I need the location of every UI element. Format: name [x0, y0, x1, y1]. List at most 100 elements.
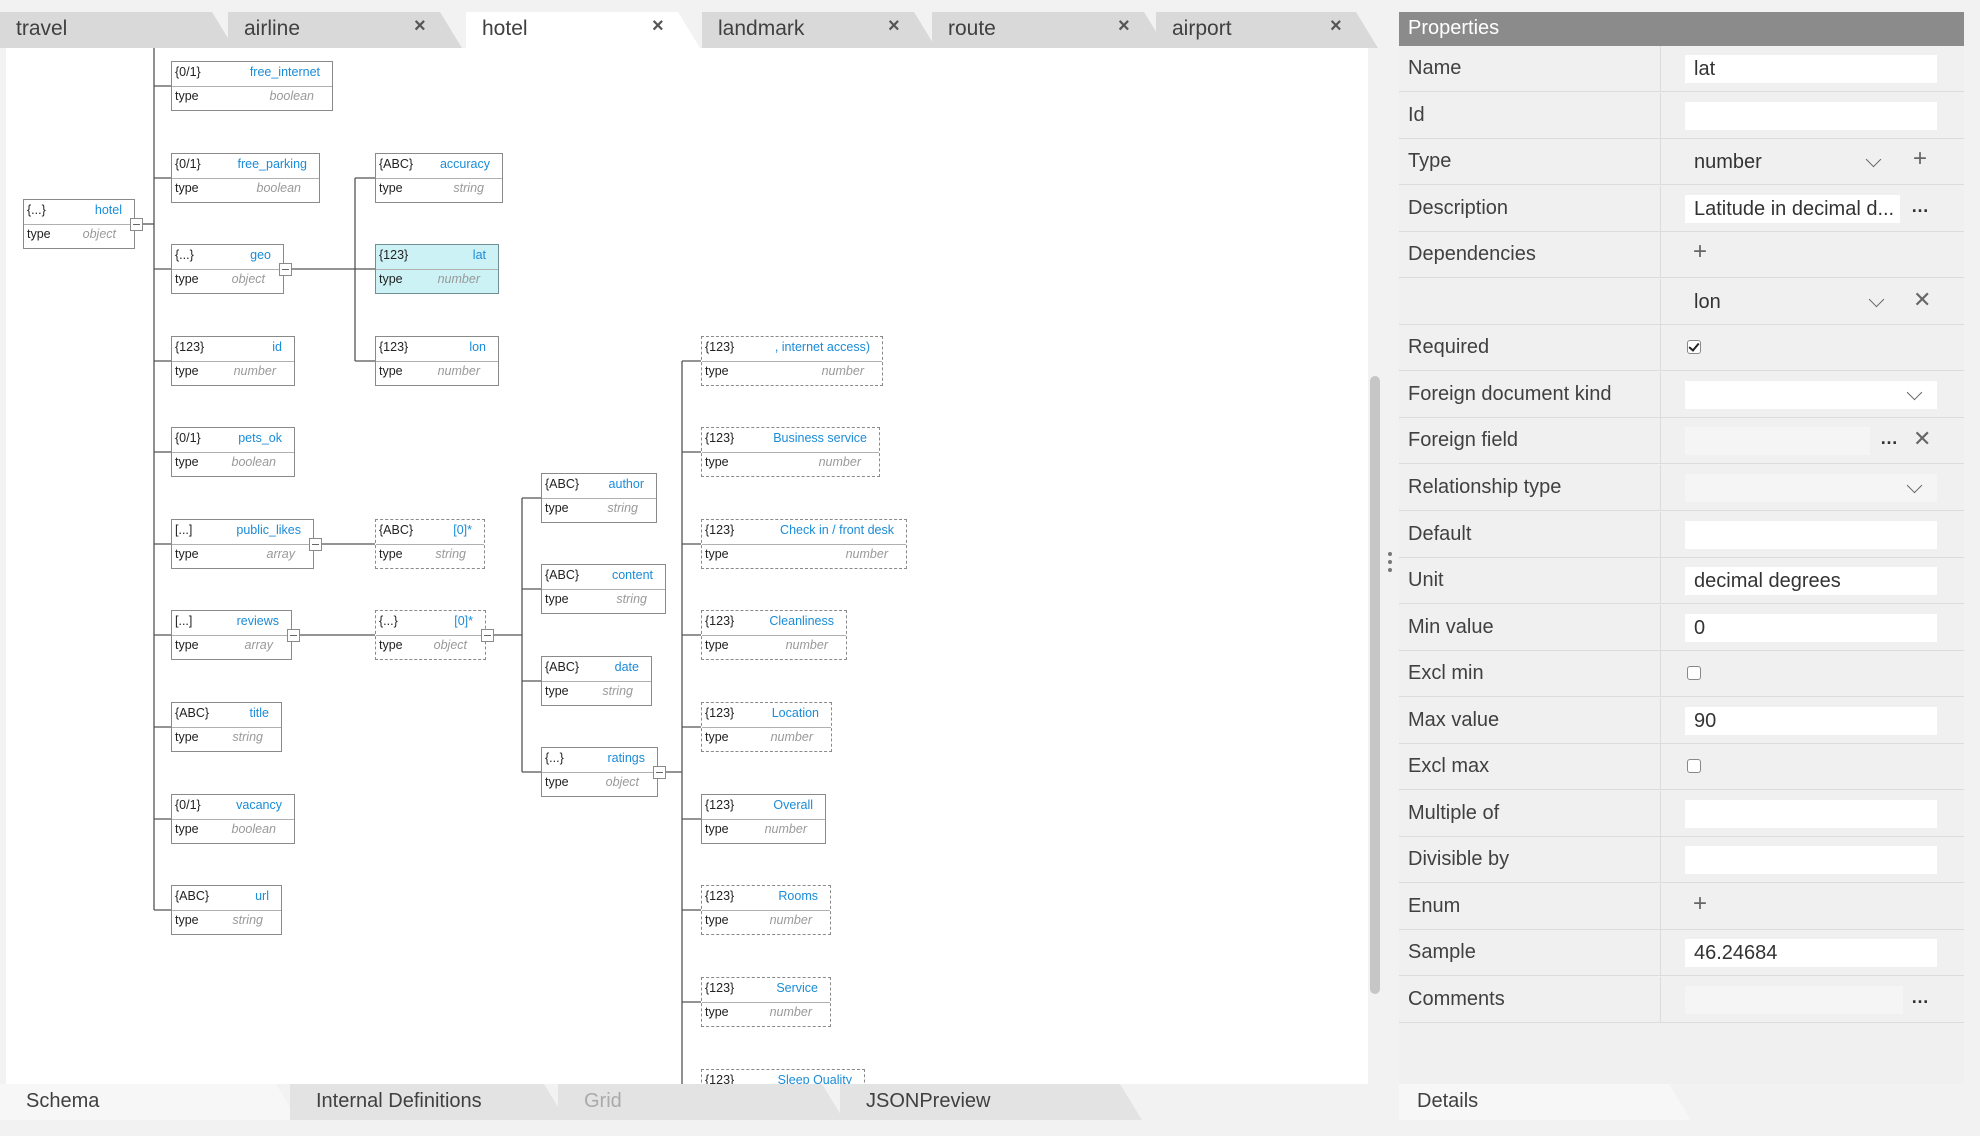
canvas-vertical-scrollbar[interactable]	[1370, 376, 1380, 994]
prop-default-field[interactable]	[1685, 520, 1937, 549]
tab-landmark[interactable]: landmark×	[702, 12, 936, 48]
node-type-label: type	[379, 181, 403, 195]
tab-route[interactable]: route×	[932, 12, 1166, 48]
tab-airline[interactable]: airline×	[228, 12, 462, 48]
prop-value: lon	[1694, 290, 1721, 313]
node-type-value: number	[845, 547, 888, 561]
prop-unit-field[interactable]: decimal degrees	[1685, 567, 1937, 596]
close-icon[interactable]: ×	[1330, 15, 1342, 37]
node-name: [0]*	[454, 614, 473, 628]
prop-excl-max-checkbox[interactable]	[1687, 759, 1701, 774]
prop-comments-field[interactable]	[1685, 986, 1903, 1014]
prop-row-dependency-item: lon ✕	[1399, 278, 1964, 325]
collapse-toggle-icon[interactable]	[309, 538, 322, 551]
prop-id-field[interactable]	[1685, 101, 1937, 130]
collapse-toggle-icon[interactable]	[130, 218, 143, 231]
panel-splitter-handle[interactable]	[1387, 552, 1393, 580]
schema-node-r_sleep[interactable]: {123}Sleep Qualitytypenumber	[701, 1069, 865, 1084]
node-kind-icon: {123}	[705, 706, 735, 720]
tab-schema[interactable]: Schema	[0, 1084, 298, 1120]
node-kind-icon: {ABC}	[175, 889, 210, 903]
prop-relationship-type-select[interactable]	[1685, 473, 1937, 502]
prop-multiple-of-field[interactable]	[1685, 799, 1937, 828]
tab-details[interactable]: Details	[1399, 1084, 1691, 1120]
close-icon[interactable]: ×	[1118, 15, 1130, 37]
tab-internal-definitions[interactable]: Internal Definitions	[290, 1084, 566, 1120]
prop-excl-min-checkbox[interactable]	[1687, 666, 1701, 681]
close-icon[interactable]: ×	[414, 15, 426, 37]
prop-foreign-document-kind-select[interactable]	[1685, 380, 1937, 409]
collapse-toggle-icon[interactable]	[481, 629, 494, 642]
prop-required-checkbox[interactable]	[1687, 340, 1701, 355]
plus-icon[interactable]: +	[1913, 145, 1928, 173]
node-name: Overall	[773, 798, 813, 812]
collapse-toggle-icon[interactable]	[279, 263, 292, 276]
prop-sample-field[interactable]: 46.24684	[1685, 939, 1937, 968]
node-divider	[376, 635, 485, 636]
tab-jsonpreview[interactable]: JSONPreview	[840, 1084, 1142, 1120]
plus-icon[interactable]: +	[1693, 238, 1708, 266]
remove-icon[interactable]: ✕	[1913, 426, 1932, 452]
plus-icon[interactable]: +	[1693, 889, 1708, 917]
prop-description-field[interactable]: Latitude in decimal d...	[1685, 194, 1900, 223]
node-name: ratings	[607, 751, 645, 765]
tab-airport[interactable]: airport×	[1156, 12, 1378, 48]
tab-travel[interactable]: travel	[0, 12, 234, 48]
node-header: {ABC}content	[545, 568, 661, 588]
prop-max-value-field[interactable]: 90	[1685, 706, 1937, 735]
node-type-value: string	[607, 501, 638, 515]
prop-row-id: Id	[1399, 92, 1964, 139]
tree-connector-lines	[142, 48, 701, 1084]
collapse-toggle-icon[interactable]	[287, 629, 300, 642]
prop-foreign-field-field[interactable]	[1685, 427, 1870, 456]
tab-hotel[interactable]: hotel×	[466, 12, 700, 48]
prop-min-value-field[interactable]: 0	[1685, 613, 1937, 642]
close-icon[interactable]: ×	[652, 15, 664, 37]
more-ellipsis-icon[interactable]: …	[1911, 195, 1929, 216]
prop-divisible-by-field[interactable]	[1685, 846, 1937, 875]
dependency-select[interactable]: lon	[1685, 288, 1897, 316]
more-ellipsis-icon[interactable]: …	[1880, 428, 1898, 449]
close-icon[interactable]: ×	[888, 15, 900, 37]
more-ellipsis-icon[interactable]: …	[1911, 987, 1929, 1007]
remove-icon[interactable]: ✕	[1913, 286, 1932, 312]
prop-type-select[interactable]: number	[1685, 148, 1891, 176]
node-name: geo	[250, 248, 271, 262]
node-type-value: string	[453, 181, 484, 195]
prop-name-field[interactable]: lat	[1685, 55, 1937, 83]
node-kind-icon: {...}	[175, 248, 194, 262]
collapse-toggle-icon[interactable]	[653, 766, 666, 779]
